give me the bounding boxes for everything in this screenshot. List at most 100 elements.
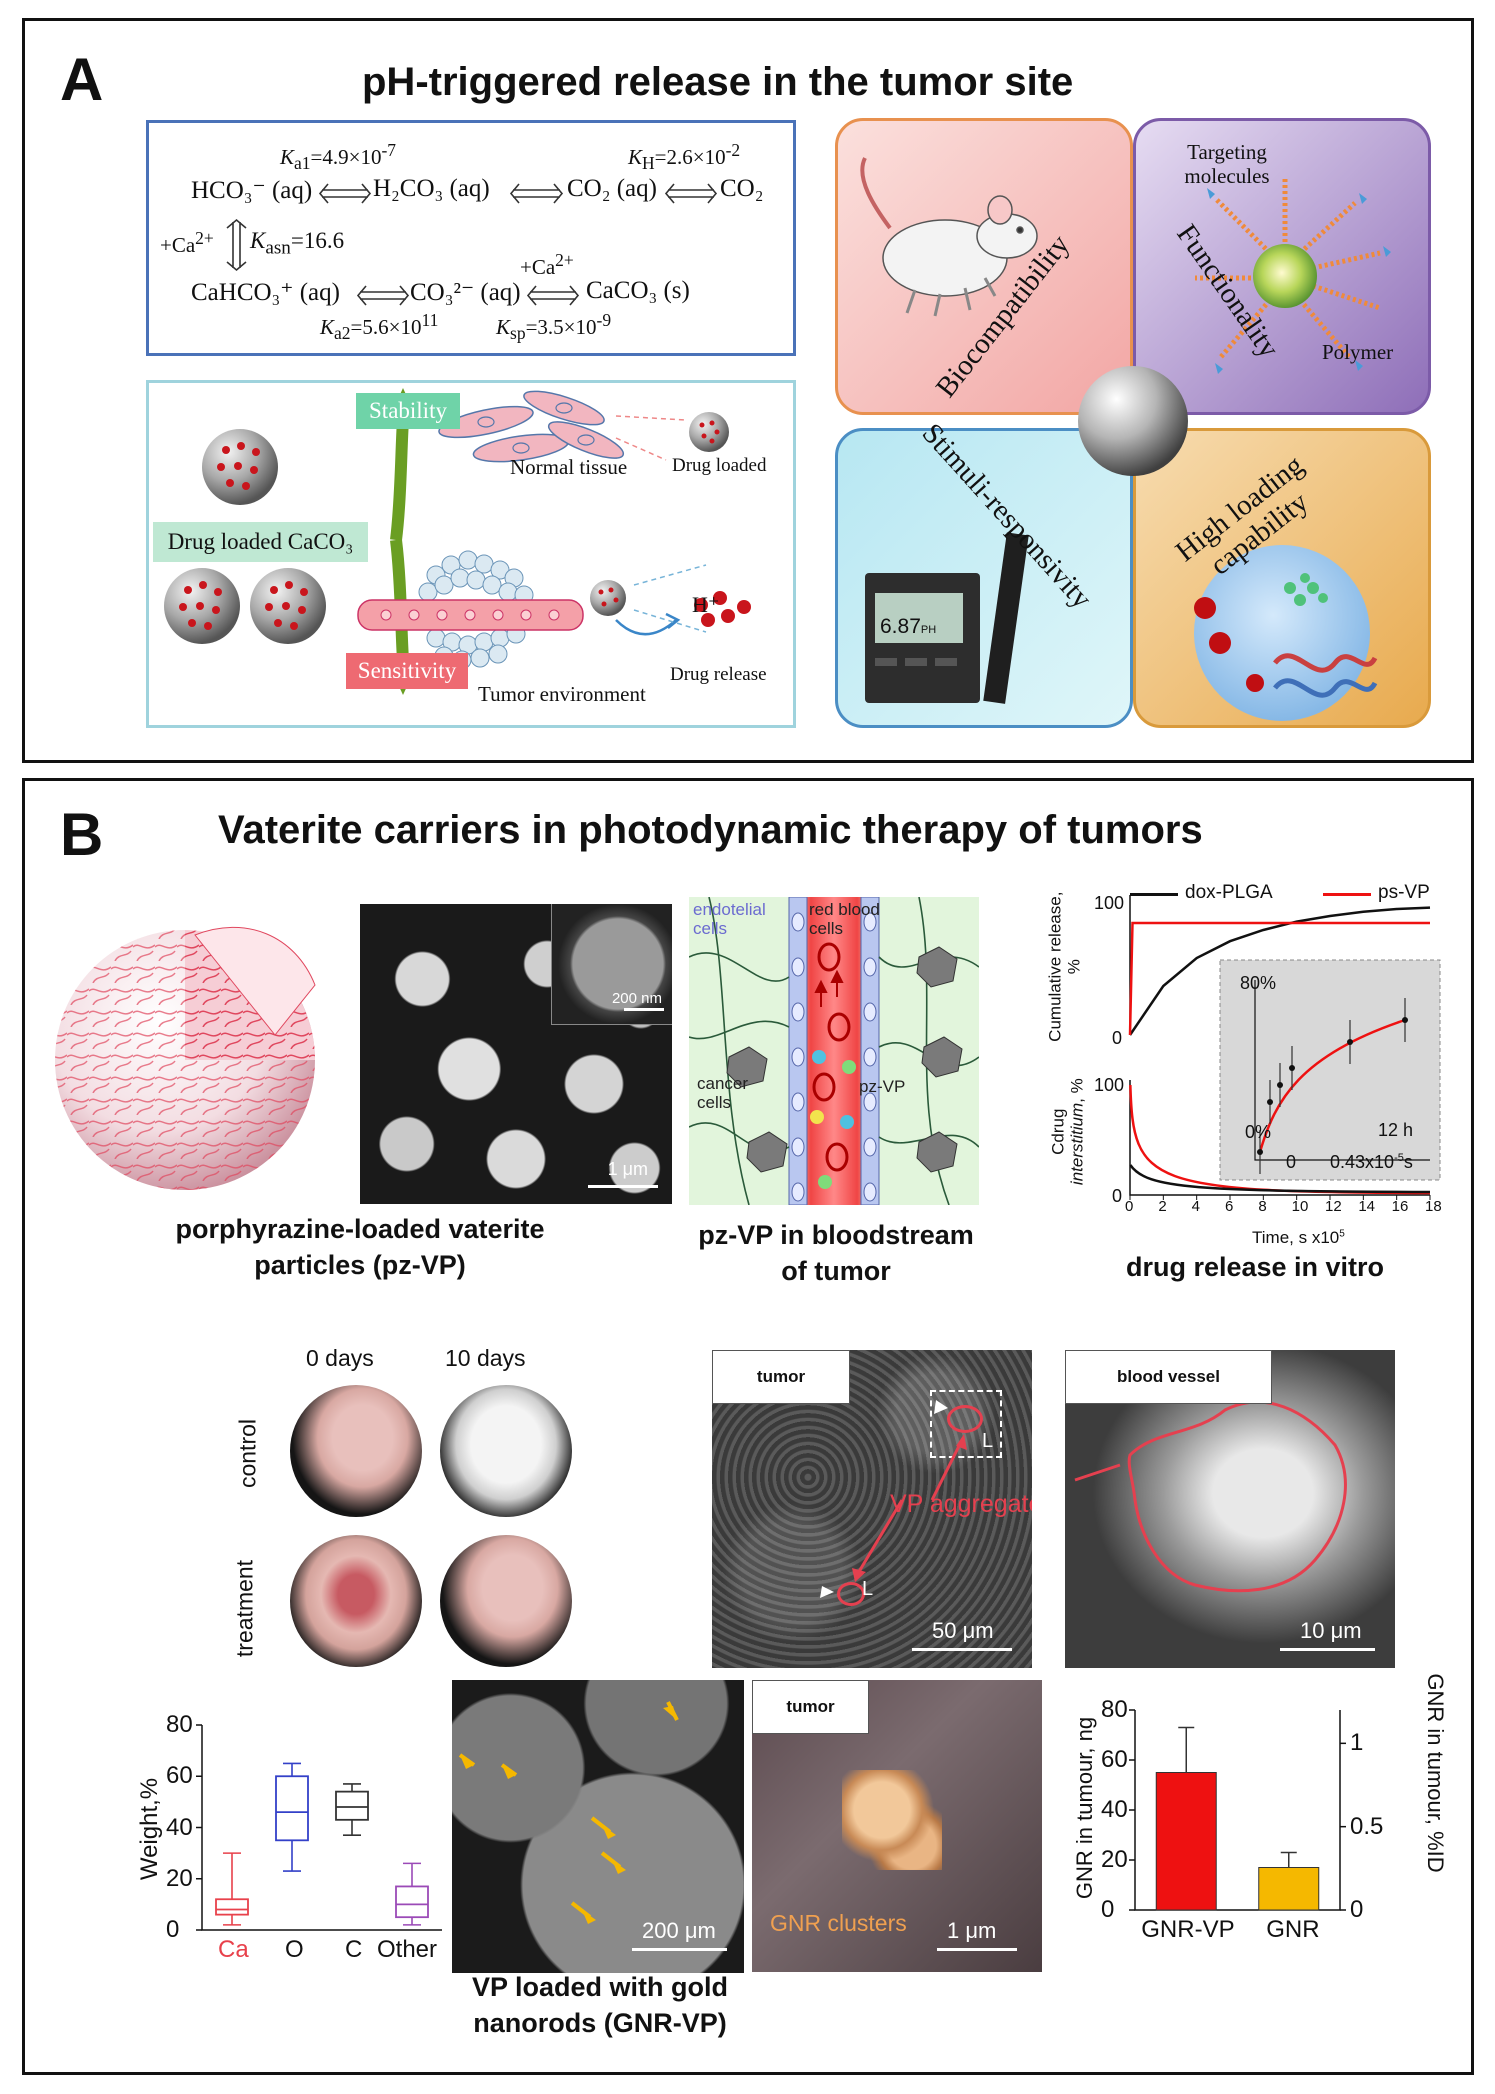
inset-axes — [1254, 980, 1430, 1161]
bar-y-left-tick-60: 60 — [1101, 1746, 1128, 1773]
boxplot-marks — [215, 1762, 429, 1926]
bar-gnr — [1258, 1867, 1320, 1911]
inset-point-3 — [1289, 1065, 1295, 1071]
release-chart — [1128, 895, 1441, 1200]
tumor-environment-label: Tumor environment — [478, 682, 646, 706]
eq-hco3: HCO₃⁻ (aq) — [191, 177, 313, 204]
vessel-outline — [1074, 1400, 1347, 1593]
central-sphere-icon — [1078, 366, 1188, 476]
equilibrium-arrows-row1 — [226, 183, 718, 306]
mouse-icon — [860, 157, 1038, 317]
eq-cahco3: CaHCO₃⁺ (aq) — [191, 279, 340, 306]
aggregate-outline-1 — [947, 1405, 983, 1433]
release-x-tick-4: 4 — [1191, 1198, 1200, 1215]
box-whisker-c — [343, 1783, 361, 1836]
release-line-dox-plga — [1128, 906, 1431, 1036]
boxplot-x-label-c: C — [345, 1936, 363, 1963]
ca-plus-left: +Ca2+ — [160, 228, 214, 257]
release-series — [1128, 906, 1431, 1195]
ksp-label: Ksp=3.5×10-9 — [496, 310, 612, 344]
boxplot-x-label-ca: Ca — [218, 1936, 249, 1963]
scheme-graphics — [164, 388, 751, 695]
sem-inset-image — [551, 904, 672, 1025]
ka2-label: Ka2=5.6×1011 — [320, 310, 439, 344]
bar-y-left-tick-20: 20 — [1101, 1846, 1128, 1873]
y-top-zero: 0 — [1112, 1028, 1123, 1048]
boxplot-y-tick-80: 80 — [166, 1711, 193, 1738]
inset-y-top: 80% — [1240, 973, 1277, 993]
control-label: control — [234, 1418, 261, 1489]
bar-axes — [1129, 1709, 1346, 1911]
release-x-tick-0: 0 — [1125, 1198, 1134, 1215]
legend-ps-vp: ps-VP — [1378, 882, 1430, 903]
y-bottom-max: 100 — [1094, 1075, 1125, 1095]
eq-co2g: CO₂ — [720, 175, 764, 202]
bloodstream-graphics — [689, 897, 979, 1205]
release-inset-bg — [1219, 959, 1441, 1181]
drug-loaded-caco3-tag: Drug loaded CaCO₃ — [153, 522, 368, 562]
ka1-label: Ka1=4.9×10-7 — [280, 140, 397, 174]
tumor-cluster — [418, 550, 534, 670]
boxplot-y-tick-60: 60 — [166, 1762, 193, 1790]
bar-marks — [1155, 1726, 1320, 1911]
box-ca — [215, 1898, 249, 1916]
inset-point-4 — [1347, 1039, 1353, 1045]
bar-y-left-tick-80: 80 — [1101, 1696, 1128, 1723]
bar-error-gnr-vp — [1178, 1726, 1195, 1773]
eq-co2aq: CO₂ (aq) — [567, 175, 657, 202]
bar-y-right-tick-0: 0 — [1350, 1896, 1364, 1923]
gnr-tumor-image: GNR clusters 1 μm — [752, 1680, 1042, 1972]
release-ylabel-top: Cumulative release, % — [1045, 891, 1083, 1042]
release-x-tick-2: 2 — [1158, 1198, 1167, 1215]
gnr-vp-sem-image: 200 μm — [452, 1680, 744, 1973]
boxplot-x-label-o: O — [285, 1936, 304, 1963]
bar-ylabel-left: GNR in tumour, ng — [1072, 1716, 1097, 1900]
panel-a-title: pH-triggered release in the tumor site — [362, 60, 1074, 104]
bar-gnr-vp — [1155, 1772, 1217, 1911]
box-whisker-other — [403, 1862, 421, 1926]
box-o — [275, 1775, 309, 1842]
aggregate-roi-box — [930, 1390, 1002, 1458]
red-blood-cells-label: red blood cells — [809, 900, 880, 938]
panel-b-letter: B — [60, 801, 104, 868]
gnr-cluster-blob — [842, 1770, 942, 1870]
treatment-label: treatment — [231, 1559, 258, 1658]
lumen-label-2: L — [862, 1578, 874, 1600]
pzvp-label: pz-VP — [859, 1077, 906, 1096]
bloodstream-diagram: endotelial cells red blood cells cancer … — [689, 897, 979, 1205]
polymer-label: Polymer — [1322, 340, 1394, 364]
bar-y-right-tick-1: 1 — [1350, 1729, 1364, 1757]
boxplot-y-tick-20: 20 — [166, 1864, 193, 1892]
aggregates-label: VP aggregates — [890, 1490, 1032, 1518]
release-x-tick-8: 8 — [1258, 1198, 1267, 1215]
vessel-sem-scale: 10 μm — [1300, 1618, 1362, 1643]
quadrant-graphics — [860, 157, 1391, 721]
boxplot-y-tick-0: 0 — [166, 1916, 180, 1943]
h-plus-label: H⁺ — [692, 592, 720, 617]
sensitivity-tag: Sensitivity — [346, 653, 468, 689]
mouse-photo-control-day10 — [440, 1385, 572, 1517]
element-boxplot — [196, 1724, 442, 1931]
release-ylabel-bottom: Cdrug interstitium, % — [1048, 1078, 1086, 1186]
box-whisker-ca — [223, 1852, 241, 1926]
tumor-sem-tag: tumor — [712, 1350, 850, 1404]
bar-y-right-tick-0.5: 0.5 — [1350, 1812, 1384, 1840]
gnr-sem-scale: 200 μm — [642, 1918, 716, 1943]
sem-scale-label: 1 μm — [607, 1159, 648, 1179]
drug-release-label: Drug release — [670, 664, 767, 685]
ca-plus-mid: +Ca2+ — [520, 250, 574, 279]
targeting-molecules-label: Targeting molecules — [1184, 140, 1270, 189]
gnr-tumor-scale: 1 μm — [947, 1918, 997, 1943]
inset-point-2 — [1277, 1082, 1283, 1088]
eq-caco3: CaCO₃ (s) — [586, 277, 690, 304]
bar-x-label-gnr: GNR — [1266, 1916, 1320, 1943]
panel-b-frame — [22, 778, 1474, 2075]
mouse-photo-treatment-day10 — [440, 1535, 572, 1667]
release-x-tick-14: 14 — [1358, 1198, 1376, 1215]
caption-gnr-vp: VP loaded with gold nanorods (GNR-VP) — [471, 1972, 728, 2038]
day10-label: 10 days — [445, 1345, 526, 1371]
inset-point-0 — [1257, 1149, 1263, 1155]
green-up-arrow — [390, 419, 409, 541]
aggregate-outline-2 — [837, 1582, 865, 1606]
equilibria-box — [146, 120, 796, 356]
